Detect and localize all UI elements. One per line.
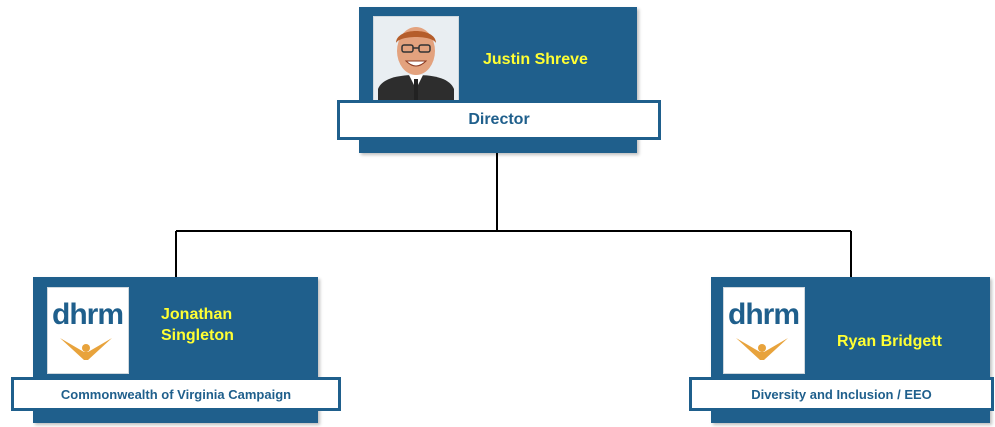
- director-card: Justin Shreve: [359, 7, 637, 153]
- director-name: Justin Shreve: [483, 50, 588, 68]
- report-title-left: Commonwealth of Virginia Campaign: [11, 377, 341, 411]
- person-photo-icon: [373, 16, 459, 103]
- director-title: Director: [337, 100, 661, 140]
- report-name-right: Ryan Bridgett: [837, 332, 942, 350]
- dhrm-logo-icon: dhrm: [47, 287, 129, 374]
- dhrm-logo-icon: dhrm: [723, 287, 805, 374]
- report-name-left: Jonathan Singleton: [161, 306, 234, 344]
- report-title-right: Diversity and Inclusion / EEO: [689, 377, 994, 411]
